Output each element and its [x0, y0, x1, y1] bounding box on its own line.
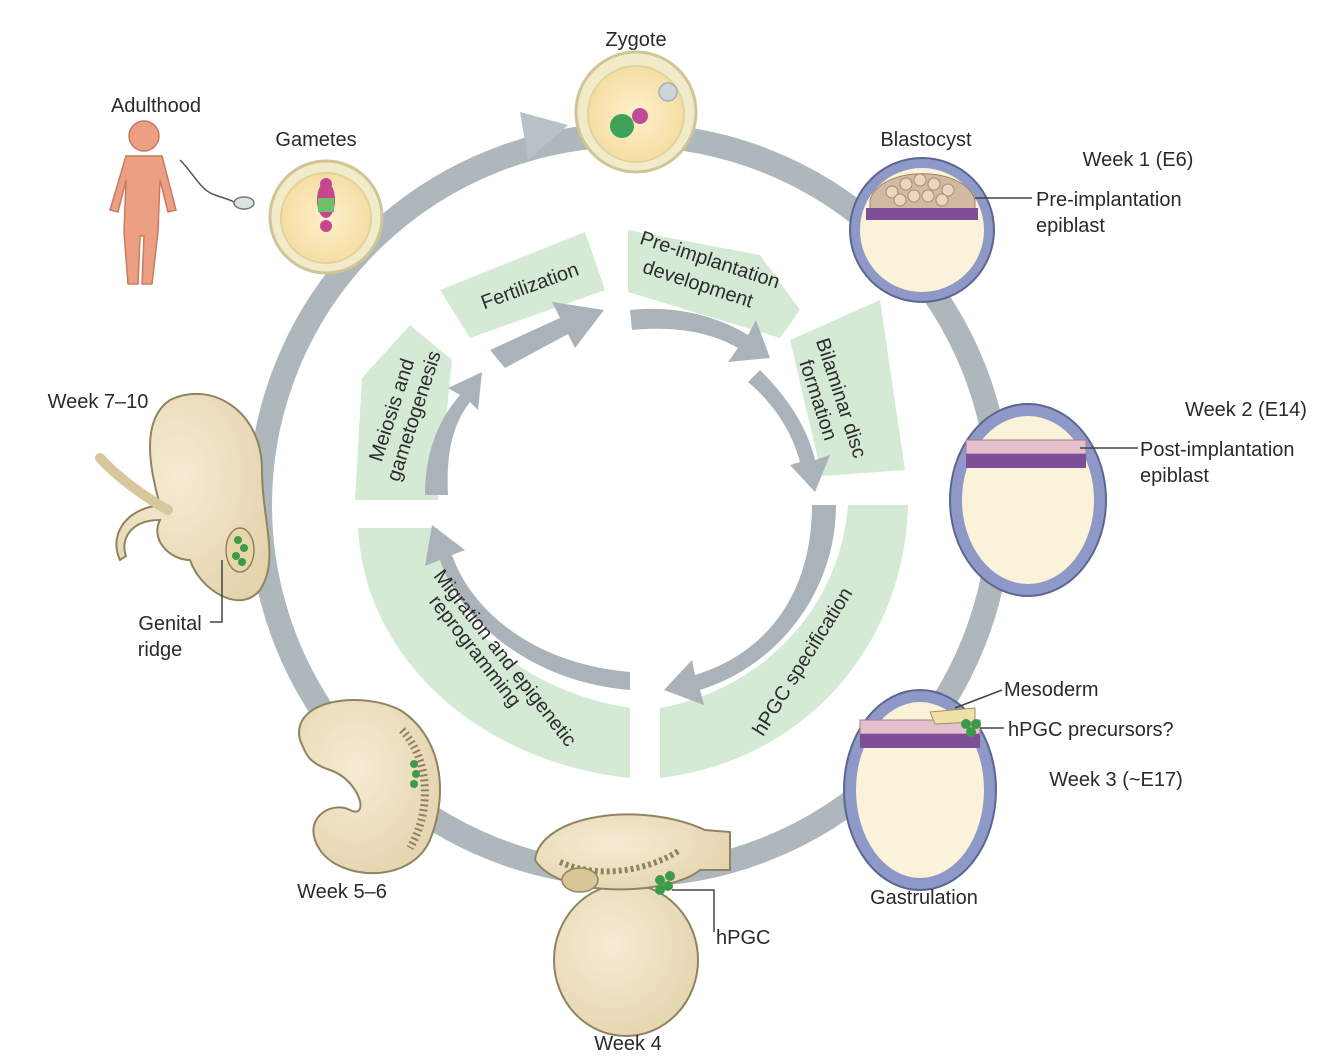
label-genital-line1: Genital [138, 613, 201, 635]
band-fertilization [440, 232, 605, 338]
label-week1: Week 1 (E6) [1083, 149, 1194, 171]
post-implantation-illustration [949, 403, 1107, 597]
label-week3: Week 3 (~E17) [1049, 769, 1183, 791]
inner-arrow-hpgc [664, 505, 836, 705]
inner-arrows [425, 302, 836, 705]
week4-embryo-illustration [533, 813, 731, 1037]
label-gametes: Gametes [275, 129, 356, 151]
band-migration [358, 528, 630, 778]
band-bilaminar [790, 300, 905, 476]
band-meiosis [355, 325, 452, 500]
label-week2: Week 2 (E14) [1185, 399, 1307, 421]
inner-arrow-preimplantation [630, 308, 770, 362]
label-hpgc-precursors: hPGC precursors? [1008, 719, 1174, 741]
leader-genital-ridge [210, 560, 223, 623]
blastocyst-illustration [849, 157, 995, 303]
week710-fetus-illustration [95, 392, 271, 602]
label-mesoderm: Mesoderm [1004, 679, 1098, 701]
zygote-illustration [574, 50, 698, 174]
label-week56: Week 5–6 [297, 881, 387, 903]
leader-mesoderm [954, 689, 1003, 709]
inner-arrow-fertilization [490, 302, 604, 368]
gastrulation-illustration [843, 689, 997, 891]
adult-human-illustration [109, 120, 177, 285]
gametes-illustration [268, 159, 384, 275]
label-zygote: Zygote [605, 29, 666, 51]
sperm-illustration [179, 159, 255, 210]
outer-arrowhead [520, 112, 568, 160]
inner-arrow-bilaminar [748, 370, 830, 492]
label-week4: Week 4 [594, 1033, 661, 1055]
label-hpgc: hPGC [716, 927, 770, 949]
pronucleus-green [610, 114, 634, 138]
week56-embryo-illustration [298, 699, 441, 875]
leader-hpgc [672, 889, 715, 932]
label-post-epiblast-line2: epiblast [1140, 465, 1209, 487]
inner-arrow-migration [425, 525, 630, 690]
band-preimplantation [628, 230, 800, 338]
label-gastrulation: Gastrulation [870, 887, 978, 909]
band-hpgc-spec [660, 505, 908, 778]
label-pre-epiblast-line1: Pre-implantation [1036, 189, 1182, 211]
phase-bands [355, 230, 908, 778]
polar-body [658, 82, 678, 102]
label-genital-line2: ridge [138, 639, 182, 661]
inner-arrow-meiosis [425, 372, 482, 495]
label-blastocyst: Blastocyst [880, 129, 972, 151]
pronucleus-magenta [632, 108, 648, 124]
label-post-epiblast-line1: Post-implantation [1140, 439, 1295, 461]
label-adulthood: Adulthood [111, 95, 201, 117]
label-week710: Week 7–10 [48, 391, 149, 413]
label-pre-epiblast-line2: epiblast [1036, 215, 1105, 237]
